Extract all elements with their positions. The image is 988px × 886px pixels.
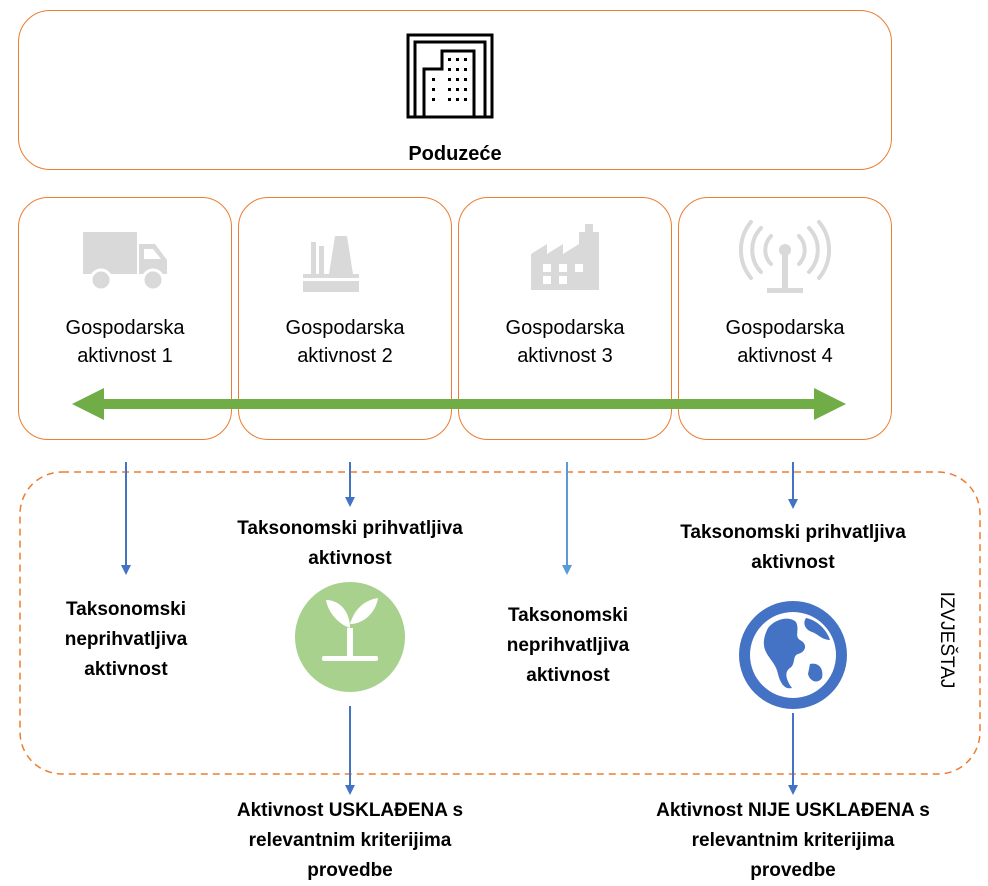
activity-3-line2: aktivnost 3 (517, 345, 613, 367)
outcome-activity-3: Taksonomski neprihvatljiva aktivnost (478, 601, 658, 691)
activity-1-line1: Gospodarska (65, 317, 185, 339)
not-aligned-line2: relevantnim kriterijima (691, 830, 895, 851)
outcome-1-line3: aktivnost (84, 659, 168, 680)
activity-1-line2: aktivnost 1 (77, 345, 173, 367)
office-building-icon (406, 33, 494, 119)
power-plant-icon (303, 236, 359, 292)
outcome-3-line2: neprihvatljiva (506, 635, 630, 656)
seedling-icon (295, 582, 405, 692)
antenna-icon (739, 220, 831, 293)
activity-3-line1: Gospodarska (505, 317, 625, 339)
value-chain-arrow (72, 388, 846, 420)
outcome-2-line1: Taksonomski prihvatljiva (237, 518, 463, 539)
aligned-outcome: Aktivnost USKLAĐENA s relevantnim kriter… (200, 796, 500, 886)
factory-icon (531, 224, 599, 290)
outcome-activity-4: Taksonomski prihvatljiva aktivnost (648, 518, 938, 578)
company-box: Poduzeće (18, 10, 892, 170)
activity-4-line2: aktivnost 4 (737, 345, 833, 367)
report-frame (19, 471, 981, 775)
report-label: IZVJEŠTAJ (936, 591, 957, 689)
outcome-4-line2: aktivnost (751, 552, 835, 573)
outcome-3-line1: Taksonomski (507, 605, 629, 626)
outcome-2-line2: aktivnost (308, 548, 392, 569)
activity-2-line2: aktivnost 2 (297, 345, 393, 367)
truck-icon (83, 232, 167, 292)
globe-icon (739, 601, 847, 709)
outcome-1-line2: neprihvatljiva (64, 629, 188, 650)
outcome-activity-2: Taksonomski prihvatljiva aktivnost (210, 514, 490, 574)
activity-4-line1: Gospodarska (725, 317, 845, 339)
not-aligned-line1: Aktivnost NIJE USKLAĐENA s (656, 800, 930, 821)
outcome-3-line3: aktivnost (526, 665, 610, 686)
outcome-activity-1: Taksonomski neprihvatljiva aktivnost (36, 595, 216, 685)
aligned-line2: relevantnim kriterijima (248, 830, 452, 851)
company-label: Poduzeće (408, 143, 502, 165)
aligned-line3: provedbe (307, 860, 393, 881)
not-aligned-line3: provedbe (750, 860, 836, 881)
not-aligned-outcome: Aktivnost NIJE USKLAĐENA s relevantnim k… (628, 796, 958, 886)
aligned-line1: Aktivnost USKLAĐENA s (236, 800, 464, 821)
outcome-1-line1: Taksonomski (65, 599, 187, 620)
activity-2-line1: Gospodarska (285, 317, 405, 339)
outcome-4-line1: Taksonomski prihvatljiva (680, 522, 906, 543)
